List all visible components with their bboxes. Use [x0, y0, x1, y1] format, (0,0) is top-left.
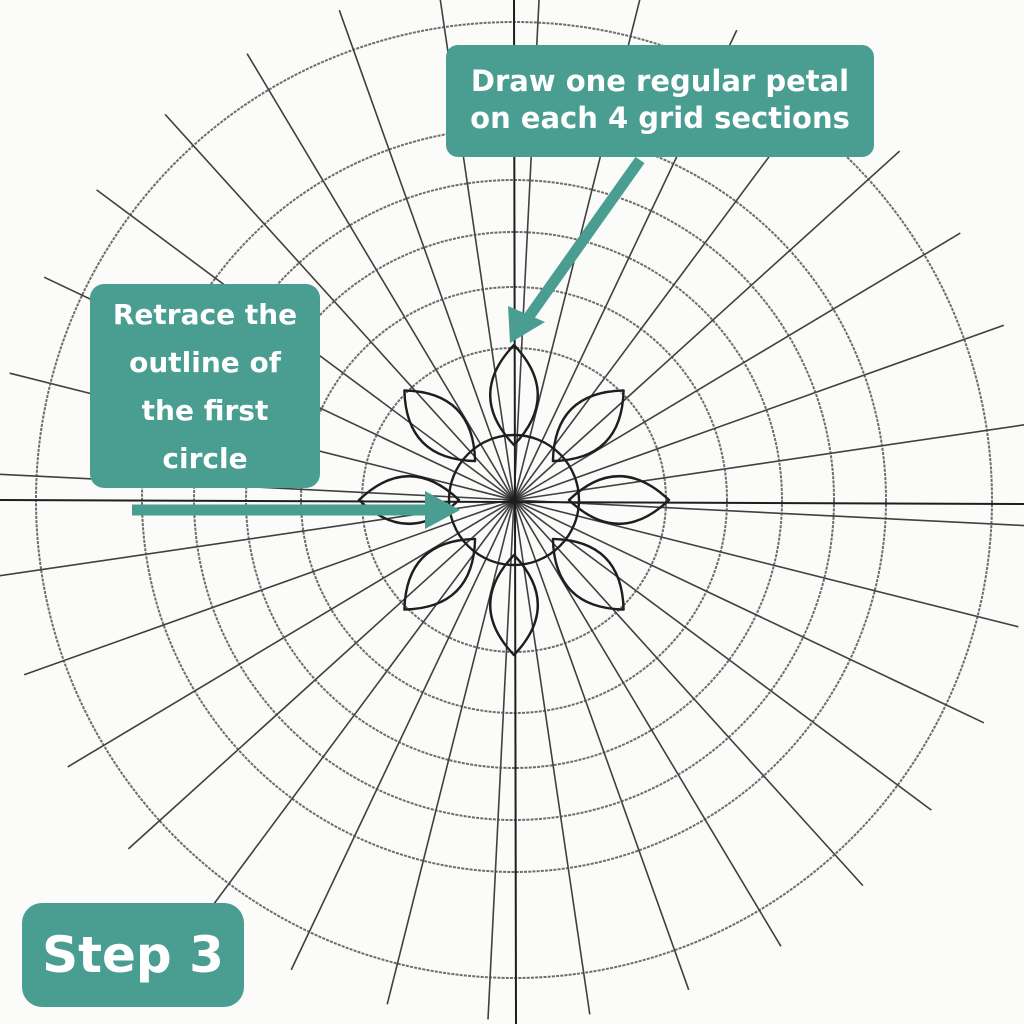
retrace-instruction-line-2: outline of — [129, 346, 281, 379]
retrace-instruction-line-1: Retrace the — [112, 298, 298, 331]
radial-line — [513, 499, 782, 947]
radial-line — [127, 499, 515, 850]
retrace-instruction-line-4: circle — [162, 442, 248, 475]
radial-line — [487, 499, 515, 1020]
radial-line — [246, 53, 515, 501]
petal — [567, 475, 671, 525]
radial-line — [513, 499, 985, 724]
vertical-axis — [513, 0, 517, 1024]
grid-circle — [300, 286, 728, 714]
radial-line — [513, 499, 591, 1015]
arrows — [132, 156, 645, 529]
radial-line — [513, 150, 901, 501]
radial-line — [513, 499, 932, 811]
radial-line — [67, 499, 515, 768]
petal — [551, 537, 625, 611]
radial-line — [513, 324, 1005, 501]
radial-line — [164, 113, 515, 501]
petal — [489, 343, 539, 447]
petal-arrow-shaft — [523, 156, 645, 322]
radial-line — [513, 499, 1024, 527]
retrace-instruction-line-3: the first — [141, 394, 269, 427]
radial-line — [513, 499, 690, 991]
radial-line — [513, 232, 961, 501]
retrace-instruction-label: Retrace the outline of the first circle — [90, 284, 320, 488]
radial-line — [513, 499, 1019, 628]
petal — [489, 553, 539, 657]
radial-line — [338, 9, 515, 501]
radial-line — [23, 499, 515, 676]
radial-line — [386, 499, 515, 1005]
petal — [403, 389, 477, 463]
petal-arrowhead — [508, 306, 545, 343]
circle-arrowhead — [425, 491, 460, 529]
petal — [403, 537, 477, 611]
petal-instruction-label: Draw one regular petal on each 4 grid se… — [446, 45, 874, 157]
radial-line — [203, 499, 515, 918]
step-badge: Step 3 — [22, 903, 244, 1007]
flower-drawing — [357, 343, 671, 657]
radial-line — [290, 499, 515, 971]
radial-line — [513, 424, 1024, 501]
petal-instruction-line-2: on each 4 grid sections — [470, 101, 850, 135]
radial-line — [513, 499, 864, 887]
petal — [551, 389, 625, 463]
petal-instruction-line-1: Draw one regular petal — [470, 64, 850, 98]
horizontal-axis — [0, 499, 1024, 505]
